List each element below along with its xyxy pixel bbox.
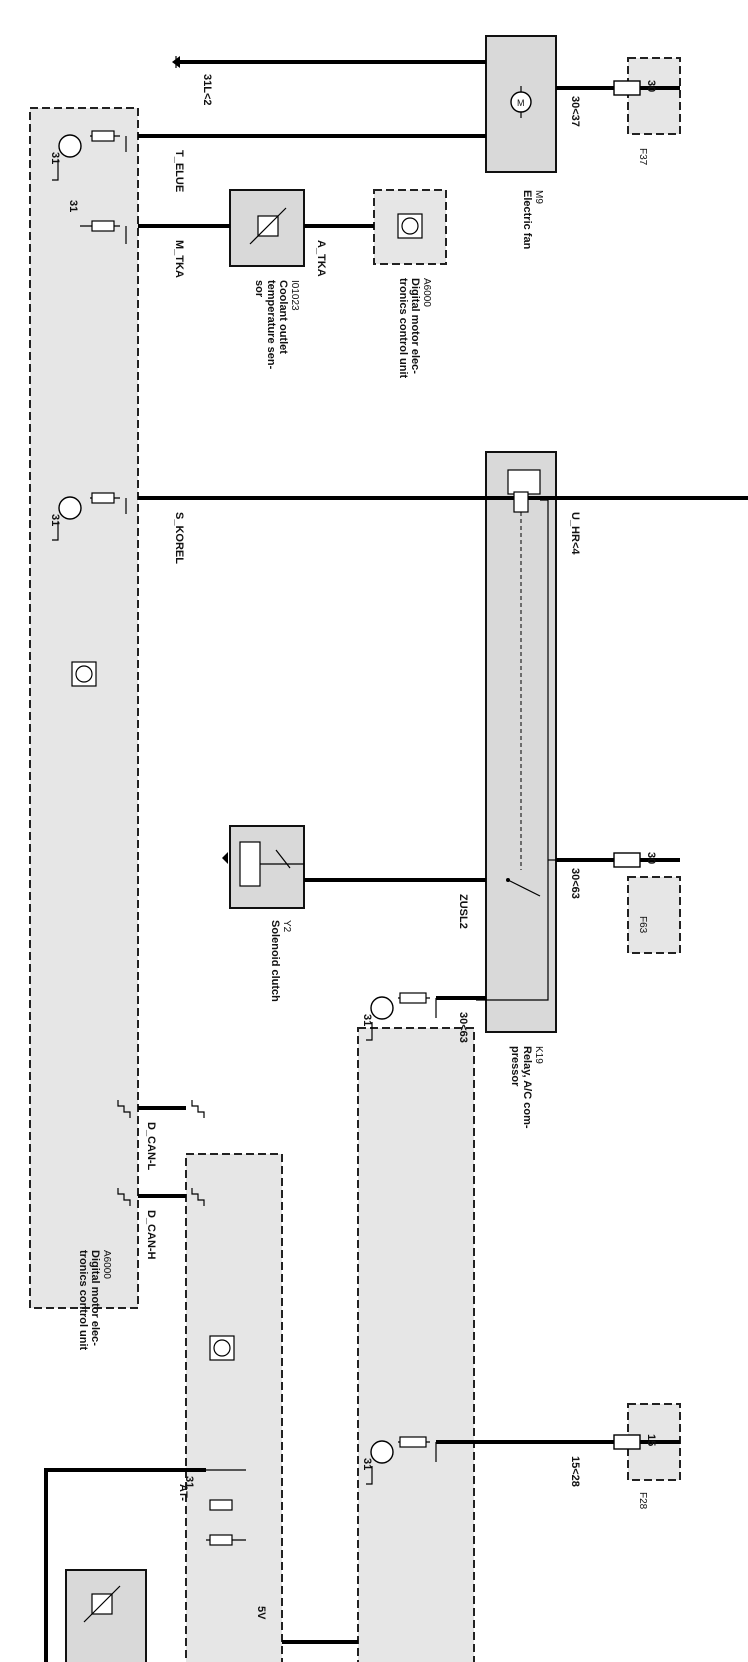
label-5v: 5V (255, 1606, 267, 1620)
caption-i01023: I01023 Coolant outlet temperature sen- s… (253, 280, 300, 370)
svg-text:Y2: Y2 (281, 920, 292, 933)
terminal-15: 15 (645, 1434, 657, 1446)
dme-top-box (373, 189, 447, 265)
svg-text:I01023: I01023 (289, 280, 300, 311)
fuse-f37-symbol (604, 80, 680, 96)
fuse-box-f63 (627, 876, 681, 954)
transistor-icon (366, 992, 437, 1041)
terminal-31: 31 (361, 1014, 373, 1026)
terminal-31: 31 (49, 514, 61, 526)
caption-y2: Y2 Solenoid clutch (269, 920, 292, 1002)
gateway-pins (206, 1469, 246, 1546)
svg-text:Electric fan: Electric fan (521, 190, 533, 250)
svg-text:temperature sen-: temperature sen- (265, 280, 277, 370)
transistor-icon (52, 492, 127, 541)
svg-text:M: M (517, 98, 525, 108)
wire-bottom-loop (44, 1468, 206, 1662)
svg-text:Coolant outlet: Coolant outlet (277, 280, 289, 354)
relay-coil-icon (476, 469, 556, 1001)
bottom-sensor-icon (83, 1585, 121, 1623)
caption-f37: F37 (637, 148, 648, 166)
svg-text:F37: F37 (637, 148, 648, 166)
caption-a6000-top: A6000 Digital motor elec- tronics contro… (397, 278, 432, 379)
caption-k19: K19 Relay, A/C com- pressor (509, 1046, 544, 1129)
terminal-31: 31 (361, 1458, 373, 1470)
label-d-can-h: D_CAN-H (145, 1210, 157, 1260)
caption-m9: M9 Electric fan (521, 190, 544, 250)
caption-f63: F63 (637, 916, 648, 934)
svg-text:tronics control unit: tronics control unit (397, 278, 409, 379)
label-at-minus: AT- (177, 1484, 189, 1501)
fuse-box-f37 (627, 57, 681, 135)
ntc-sensor-icon (249, 207, 287, 245)
terminal-31: 31 (49, 152, 61, 164)
solenoid-icon (222, 841, 304, 887)
label-zusl2: ZUSL2 (457, 894, 469, 929)
label-30-63: 30<63 (569, 868, 581, 899)
transistor-icon (366, 1436, 437, 1485)
ac-module (357, 1027, 475, 1662)
transistor-icon (80, 220, 127, 244)
label-30-63-ac: 30<63 (457, 1012, 469, 1043)
can-transceiver-icon (117, 1100, 205, 1206)
svg-text:K19: K19 (533, 1046, 544, 1064)
svg-text:sor: sor (253, 280, 265, 298)
terminal-31: 31 (183, 1476, 195, 1488)
fuse-f28-symbol (604, 1434, 680, 1450)
label-30-37: 30<37 (569, 96, 581, 127)
terminal-31: 31 (67, 200, 79, 212)
label-s-korel: S_KOREL (173, 512, 185, 564)
svg-text:A6000: A6000 (101, 1250, 112, 1279)
label-15-28: 15<28 (569, 1456, 581, 1487)
relay-ac-compressor-k19 (485, 451, 557, 1033)
svg-text:tronics control unit: tronics control unit (77, 1250, 89, 1351)
svg-text:Relay, A/C com-: Relay, A/C com- (521, 1046, 533, 1129)
label-d-can-l: D_CAN-L (145, 1122, 157, 1171)
control-unit-icon (397, 213, 423, 239)
svg-text:M9: M9 (533, 190, 544, 204)
label-t-elue: T_ELUE (173, 150, 185, 192)
svg-text:F63: F63 (637, 916, 648, 934)
terminal-30: 30 (645, 80, 657, 92)
label-31l2: 31L<2 (201, 74, 213, 106)
caption-a6000-main: A6000 Digital motor elec- tronics contro… (77, 1250, 112, 1351)
svg-text:Solenoid clutch: Solenoid clutch (269, 920, 281, 1002)
gateway-icon (209, 1335, 235, 1361)
fuse-f63-symbol (604, 852, 680, 868)
label-m-tka: M_TKA (173, 240, 185, 278)
dme-module-main (29, 107, 139, 1309)
sensor-bottom (65, 1569, 147, 1662)
transistor-icon (52, 130, 127, 181)
caption-f28: F28 (637, 1492, 648, 1510)
svg-text:A6000: A6000 (421, 278, 432, 307)
label-u-hr4: U_HR<4 (569, 512, 581, 555)
terminal-30: 30 (645, 852, 657, 864)
svg-text:Digital motor elec-: Digital motor elec- (409, 278, 421, 374)
svg-text:Digital motor elec-: Digital motor elec- (89, 1250, 101, 1346)
gateway-module (185, 1153, 283, 1662)
dme-main-icon (71, 661, 97, 687)
svg-text:pressor: pressor (509, 1046, 521, 1087)
motor-icon: M (510, 86, 532, 118)
svg-text:F28: F28 (637, 1492, 648, 1510)
label-a-tka: A_TKA (315, 240, 327, 277)
